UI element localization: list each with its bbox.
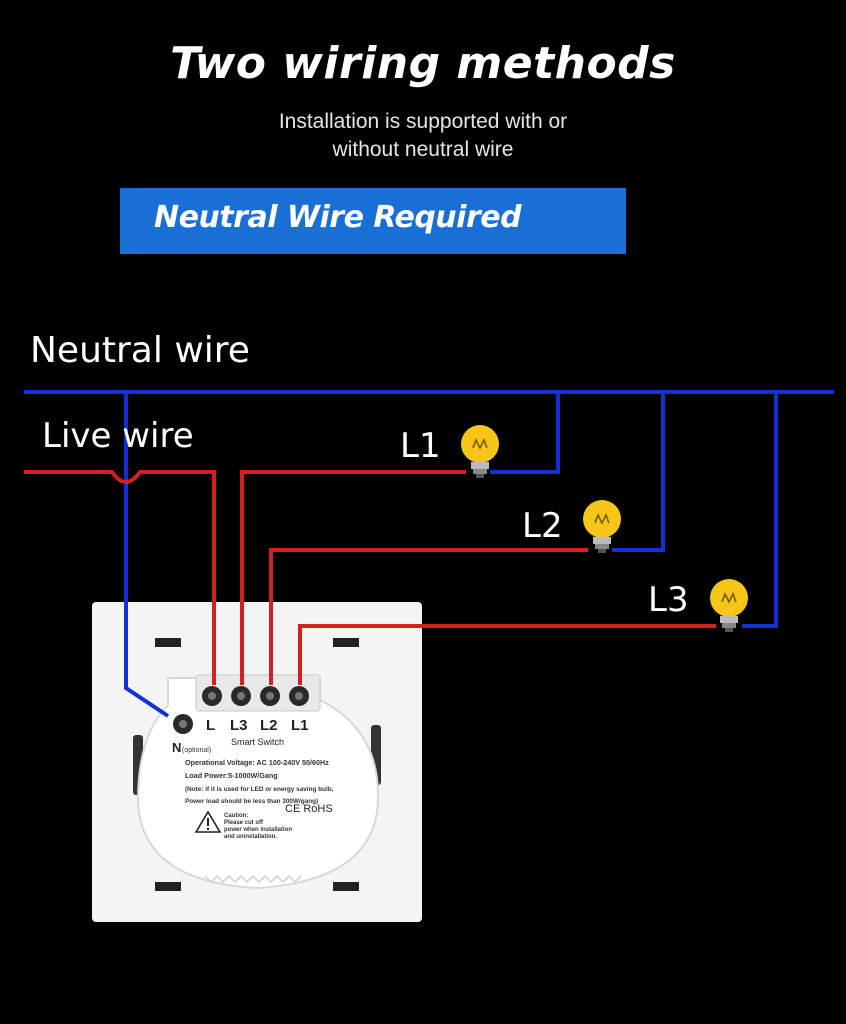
note-line-1: (Note: if it is used for LED or energy s…	[185, 786, 334, 793]
plate-slot	[155, 638, 181, 647]
warning-icon	[194, 810, 222, 833]
light-bulb-icon	[710, 579, 748, 632]
voltage-spec: Operational Voltage: AC 100-240V 50/60Hz	[185, 758, 329, 767]
live-wires	[24, 470, 716, 685]
neutral-required-banner: Neutral Wire Required	[120, 188, 626, 254]
terminal-block	[195, 674, 321, 712]
banner-text: Neutral Wire Required	[154, 200, 522, 235]
light-bulb-icon	[583, 500, 621, 553]
bulb-label-l2: L2	[522, 506, 563, 546]
certification-marks: CE RoHS	[285, 803, 333, 815]
bulb-label-l3: L3	[648, 580, 689, 620]
live-wire-label: Live wire	[42, 416, 194, 456]
terminal-label: L2	[260, 717, 278, 734]
subtitle: Installation is supported with or withou…	[0, 108, 846, 164]
neutral-wires	[24, 390, 834, 718]
terminal-screws	[202, 686, 309, 706]
page-title: Two wiring methods	[170, 38, 676, 89]
caution-line-2: power when installation	[224, 827, 292, 833]
module-teeth	[204, 874, 302, 884]
bulb-label-l1: L1	[400, 426, 441, 466]
n-label: N	[172, 740, 181, 755]
plate-slot	[155, 882, 181, 891]
switch-module	[136, 677, 380, 890]
light-bulb-icon	[461, 425, 499, 478]
plate-slot	[333, 638, 359, 647]
load-spec: Load Power:5-1000W/Gang	[185, 771, 278, 780]
subtitle-line-2: without neutral wire	[332, 138, 514, 161]
terminal-label: L1	[291, 717, 309, 734]
neutral-wire-label: Neutral wire	[30, 330, 250, 371]
terminal-label: L3	[230, 717, 248, 734]
terminal-label: L	[206, 717, 215, 734]
plate-slot	[333, 882, 359, 891]
subtitle-line-1: Installation is supported with or	[278, 110, 568, 133]
n-optional-label: (optional)	[182, 747, 211, 754]
caution-line-1: Please cut off	[224, 820, 264, 826]
note-line-2: Power load should be less than 300W/gang…	[185, 798, 318, 805]
caution-line-3: and uninstallation.	[224, 834, 277, 840]
caution-title: Caution:	[224, 813, 248, 819]
switch-name: Smart Switch	[231, 737, 284, 747]
